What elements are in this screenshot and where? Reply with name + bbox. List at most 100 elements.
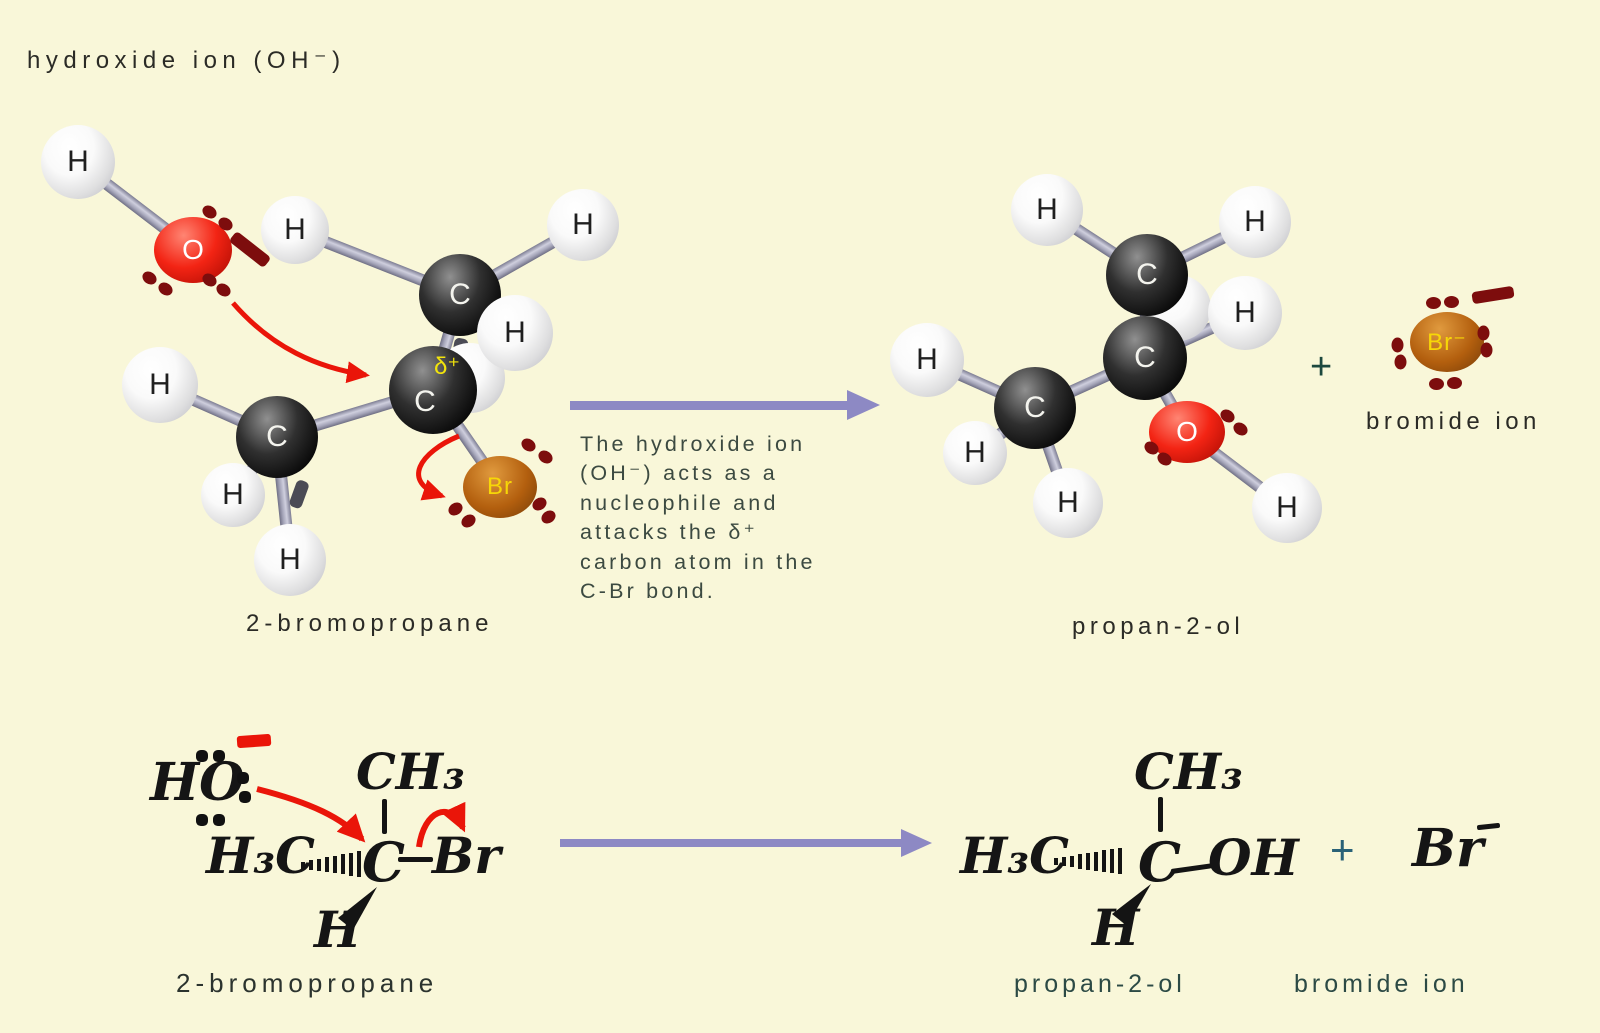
hydrogen-atom: H — [254, 524, 326, 596]
description-line: The hydroxide ion — [580, 432, 806, 456]
lone-pair-dot — [1426, 297, 1441, 309]
atom-label: H — [149, 368, 171, 401]
methyl-group-formula: H₃C — [960, 826, 1069, 885]
hydrogen-atom: H — [890, 323, 964, 397]
atom-label: H — [964, 436, 986, 469]
delta-plus-label: δ⁺ — [434, 353, 461, 380]
hydrogen-atom: H — [477, 295, 553, 371]
bromine-formula: Br — [432, 826, 501, 885]
lone-pair-dot — [518, 435, 539, 455]
lone-pair-dot — [538, 507, 559, 527]
lone-pair-dot — [458, 511, 479, 531]
lone-pair-dot — [213, 750, 225, 762]
atom-label: C — [1134, 341, 1156, 374]
title-hydroxide-ion: hydroxide ion (OH⁻) — [27, 47, 346, 74]
curved-arrow-nucleophile-attack — [231, 301, 370, 384]
hydrogen-atom: H — [1033, 468, 1103, 538]
atom-label: C — [414, 385, 436, 418]
single-bond — [382, 799, 387, 834]
carbon-atom: C — [1106, 234, 1188, 316]
caption-2-bromopropane: 2-bromopropane — [246, 610, 494, 637]
hydrogen-atom: H — [547, 189, 619, 261]
atom-label: H — [1244, 205, 1266, 238]
hydrogen-atom: H — [41, 125, 115, 199]
reaction-arrow-head — [901, 829, 932, 857]
atom-label: O — [182, 234, 204, 265]
atom-label: H — [916, 343, 938, 376]
atom-label: H — [504, 316, 526, 349]
lone-pair-dot — [1444, 296, 1459, 308]
lone-pair-dot — [1447, 377, 1462, 389]
atom-label: O — [1176, 416, 1198, 447]
single-bond — [1158, 797, 1163, 832]
description-line: carbon atom in the — [580, 550, 816, 574]
single-bond — [398, 857, 433, 862]
atom-label: H — [1234, 296, 1256, 329]
central-carbon-formula: C — [362, 830, 405, 894]
oxygen-atom: O — [154, 217, 232, 283]
atom-label: C — [266, 420, 288, 453]
caption-2-bromopropane: 2-bromopropane — [176, 968, 439, 998]
hydrogen-atom: H — [943, 421, 1007, 485]
carbon-atom-delta-plus: C — [389, 346, 477, 434]
atom-label: H — [222, 478, 244, 511]
lone-pair-dot — [239, 791, 251, 803]
hydrogen-atom: H — [1011, 174, 1083, 246]
bromide-ion-atom: Br⁻ — [1410, 312, 1484, 372]
negative-charge-dash — [1476, 822, 1501, 831]
hydroxyl-formula: OH — [1208, 828, 1299, 887]
methyl-group-formula: H₃C — [206, 826, 315, 885]
lone-pair-dot — [1394, 354, 1407, 370]
lone-pair-dot — [1480, 342, 1493, 358]
lone-pair-dot — [237, 772, 249, 784]
atom-label: H — [572, 208, 594, 241]
bromine-atom: Br — [463, 456, 537, 518]
atom-label: H — [279, 543, 301, 576]
description-line: C-Br bond. — [580, 579, 716, 603]
atom-label: H — [284, 213, 306, 246]
atom-label: H — [67, 145, 89, 178]
lone-pair-dot — [445, 499, 466, 519]
atom-label: H — [1057, 486, 1079, 519]
hydrogen-formula: H — [314, 900, 362, 959]
central-carbon-formula: C — [1138, 830, 1181, 894]
hydrogen-atom: H — [1219, 186, 1291, 258]
caption-bromide-ion: bromide ion — [1366, 408, 1541, 435]
description-line: nucleophile and — [580, 491, 779, 515]
caption-propan-2-ol: propan-2-ol — [1014, 970, 1186, 998]
lone-pair-dot — [1391, 337, 1404, 353]
atom-label: H — [1036, 193, 1058, 226]
lone-pair-dot — [196, 750, 208, 762]
reaction-arrow-head — [847, 390, 880, 420]
plus-sign: + — [1310, 346, 1333, 388]
lone-pair-dot — [535, 447, 556, 467]
methyl-group-formula: CH₃ — [1134, 742, 1243, 801]
lone-pair-dot — [213, 814, 225, 826]
lone-pair-dot — [155, 279, 176, 299]
atom-label: Br — [487, 473, 513, 500]
atom-label: C — [1136, 258, 1158, 291]
hydrogen-formula: H — [1092, 898, 1140, 957]
carbon-atom: C — [994, 367, 1076, 449]
atom-label: H — [1276, 491, 1298, 524]
atom-label: C — [1024, 391, 1046, 424]
reaction-arrow-line — [570, 401, 852, 410]
description-line: (OH⁻) acts as a — [580, 461, 778, 485]
lone-pair-dot — [139, 268, 160, 288]
atom-label: C — [449, 278, 471, 311]
hydrogen-atom: H — [1252, 473, 1322, 543]
plus-sign: + — [1330, 826, 1355, 873]
atom-label: Br⁻ — [1427, 328, 1467, 356]
carbon-atom: C — [236, 396, 318, 478]
lone-pair-dot — [213, 280, 234, 300]
hydrogen-atom: H — [1208, 276, 1282, 350]
caption-bromide-ion: bromide ion — [1294, 970, 1469, 998]
negative-charge-dash — [1471, 285, 1515, 305]
hydrogen-atom: H — [201, 463, 265, 527]
caption-propan-2-ol: propan-2-ol — [1072, 613, 1245, 640]
methyl-group-formula: CH₃ — [356, 742, 465, 801]
lone-pair-dot — [196, 814, 208, 826]
hydroxide-formula: HO — [150, 752, 245, 813]
description-line: attacks the δ⁺ — [580, 520, 759, 544]
